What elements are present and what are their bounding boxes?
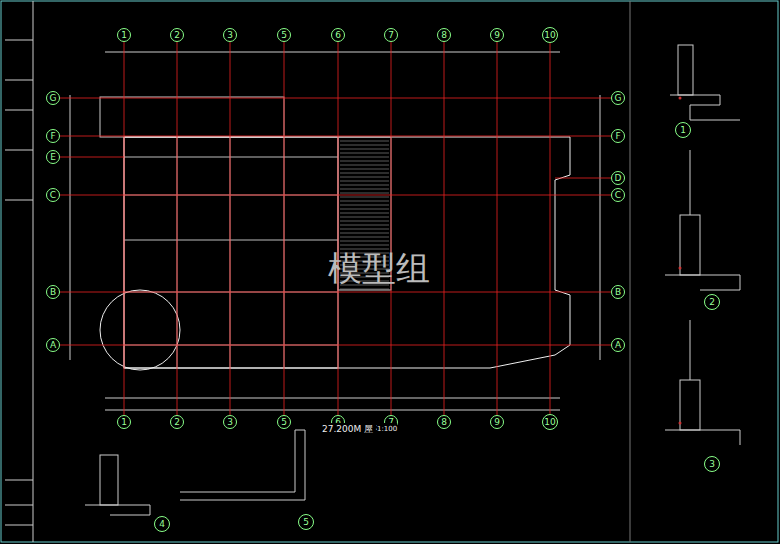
- axis-label: 5: [281, 31, 287, 40]
- axis-label: 8: [441, 418, 447, 427]
- axis-bubble: 8: [437, 415, 451, 429]
- axis-bubble: B: [611, 285, 625, 299]
- axis-label: 5: [281, 418, 287, 427]
- axis-bubble: E: [46, 150, 60, 164]
- axis-label: 8: [441, 31, 447, 40]
- axis-label: C: [50, 191, 56, 200]
- grid-line: [60, 136, 611, 137]
- grid-line: [60, 292, 611, 293]
- axis-label: D: [615, 174, 622, 183]
- axis-bubble: 2: [170, 415, 184, 429]
- axis-label: 3: [709, 460, 715, 469]
- axis-label: C: [615, 191, 621, 200]
- axis-bubble: 2: [170, 28, 184, 42]
- axis-label: 4: [159, 520, 165, 529]
- axis-bubble: F: [46, 129, 60, 143]
- detail-callout: 4: [154, 516, 170, 532]
- axis-label: 3: [227, 418, 233, 427]
- axis-label: A: [615, 341, 621, 350]
- detail-callout: 2: [704, 294, 720, 310]
- axis-label: 5: [303, 518, 309, 527]
- axis-label: E: [50, 153, 56, 162]
- axis-bubble: 1: [117, 415, 131, 429]
- axis-bubble: 8: [437, 28, 451, 42]
- axis-label: G: [615, 94, 622, 103]
- axis-bubble: 9: [490, 28, 504, 42]
- axis-label: B: [615, 288, 621, 297]
- axis-bubble: C: [611, 188, 625, 202]
- axis-label: 2: [174, 418, 180, 427]
- axis-bubble: 3: [223, 28, 237, 42]
- plan-title: 1:100: [377, 425, 397, 433]
- axis-bubble: 5: [277, 28, 291, 42]
- axis-label: B: [50, 288, 56, 297]
- axis-bubble: B: [46, 285, 60, 299]
- axis-bubble: 10: [542, 27, 558, 43]
- axis-label: F: [50, 132, 55, 141]
- axis-bubble: G: [611, 91, 625, 105]
- axis-label: F: [615, 132, 620, 141]
- axis-bubble: F: [611, 129, 625, 143]
- axis-label: 1: [121, 418, 127, 427]
- axis-bubble: 7: [384, 28, 398, 42]
- axis-bubble: 1: [117, 28, 131, 42]
- axis-label: 6: [335, 31, 341, 40]
- grid-line: [60, 98, 611, 99]
- axis-label: 10: [544, 418, 555, 427]
- axis-bubble: 10: [542, 414, 558, 430]
- axis-label: 9: [494, 418, 500, 427]
- watermark: 模型组: [328, 246, 430, 292]
- axis-label: 1: [680, 126, 686, 135]
- axis-label: 1: [121, 31, 127, 40]
- detail-callout: 5: [298, 514, 314, 530]
- axis-bubble: D: [611, 171, 625, 185]
- axis-bubble: A: [46, 338, 60, 352]
- axis-bubble: 6: [331, 28, 345, 42]
- axis-bubble: A: [611, 338, 625, 352]
- axis-bubble: G: [46, 91, 60, 105]
- axis-bubble: C: [46, 188, 60, 202]
- axis-label: 3: [227, 31, 233, 40]
- axis-label: A: [50, 341, 56, 350]
- axis-bubble: 3: [223, 415, 237, 429]
- detail-callout: 1: [675, 122, 691, 138]
- grid-line: [60, 195, 611, 196]
- detail-callout: 3: [704, 456, 720, 472]
- grid-line: [60, 345, 611, 346]
- axis-label: 7: [388, 31, 394, 40]
- axis-label: 9: [494, 31, 500, 40]
- axis-label: 10: [544, 31, 555, 40]
- grid-line: [550, 43, 551, 414]
- axis-label: 2: [709, 298, 715, 307]
- axis-bubble: 9: [490, 415, 504, 429]
- axis-bubble: 5: [277, 415, 291, 429]
- axis-label: 2: [174, 31, 180, 40]
- axis-label: G: [50, 94, 57, 103]
